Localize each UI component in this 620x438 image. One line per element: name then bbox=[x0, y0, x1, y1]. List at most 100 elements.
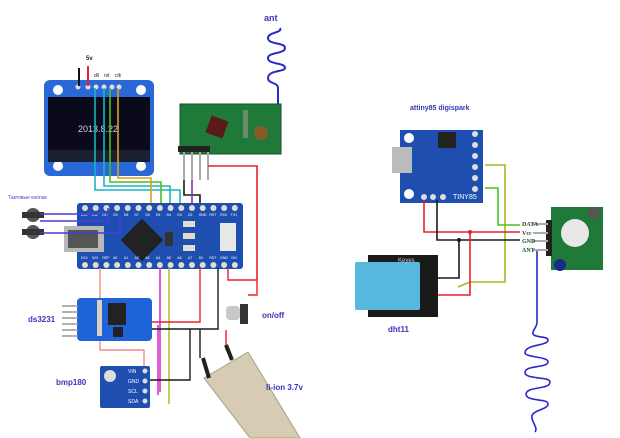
nano-bottom-pin-a7 bbox=[189, 262, 195, 268]
nano-bottom-pin-label: A6 bbox=[177, 256, 181, 260]
oled-pin-rst: rst bbox=[104, 73, 110, 79]
nano-top-pin-d12 bbox=[82, 205, 88, 211]
nano-bottom-pin-a0 bbox=[114, 262, 121, 268]
oled-wires bbox=[94, 88, 181, 207]
nano-top-pin-d7 bbox=[135, 205, 142, 211]
ds3231-label: ds3231 bbox=[28, 315, 56, 324]
nano-top-pin-label: D4 bbox=[167, 213, 172, 217]
tact-buttons-label: Тактовые кнопки bbox=[8, 195, 47, 201]
nano-top-pin-label: D10 bbox=[102, 213, 108, 217]
button-wires bbox=[40, 208, 121, 234]
nano-top-pin-label: D9 bbox=[113, 213, 118, 217]
oled-pin-di: d/i bbox=[94, 73, 99, 79]
nano-top-pin-label: RST bbox=[209, 213, 217, 217]
nano-bottom-pin-label: A4 bbox=[156, 256, 160, 260]
nano-bottom-pin-d13 bbox=[82, 262, 88, 268]
nano-top-pin-label: D3 bbox=[177, 213, 182, 217]
nano-bottom-pin-a1 bbox=[124, 262, 131, 268]
rx-wires bbox=[183, 165, 258, 280]
nano-bottom-pin-label: A2 bbox=[135, 256, 139, 260]
tx-pin-data: DATA bbox=[522, 222, 539, 228]
nano-bottom-pin-a4 bbox=[156, 262, 163, 268]
nano-bottom-pin-a6 bbox=[178, 262, 185, 268]
rx-module bbox=[178, 103, 282, 180]
nano-bottom-pin-a2 bbox=[135, 262, 142, 268]
nano-top-pin-d3 bbox=[178, 205, 185, 211]
tx-module: DATA Vcc GND ANT bbox=[522, 207, 603, 271]
nano-bottom-pin-label: D13 bbox=[81, 256, 87, 260]
nano-top-pin-d6 bbox=[146, 205, 153, 211]
nano-bottom-pin-label: GND bbox=[220, 256, 228, 260]
nano-top-pin-d2 bbox=[189, 205, 195, 211]
nano-top-pin-d8 bbox=[124, 205, 131, 211]
rx-antenna bbox=[266, 27, 287, 105]
nano-bottom-pin-label: A3 bbox=[145, 256, 149, 260]
nano-bottom-pin-a3 bbox=[146, 262, 153, 268]
nano-bottom-pin-label: 5V bbox=[199, 256, 204, 260]
nano-bottom-pin-rst bbox=[210, 262, 217, 268]
nano-top-pin-d5 bbox=[156, 205, 163, 211]
nano-bottom-pin-label: A7 bbox=[188, 256, 192, 260]
arduino-nano bbox=[64, 203, 243, 269]
nano-top-pin-rst bbox=[210, 205, 217, 211]
nano-bottom-wires bbox=[99, 268, 258, 404]
nano-top-pin-label: RX0 bbox=[220, 213, 227, 217]
dht11-label: dht11 bbox=[388, 325, 409, 334]
nano-bottom-pin-ref bbox=[103, 262, 110, 268]
nano-top-pin-label: D8 bbox=[124, 213, 129, 217]
li-ion-battery bbox=[201, 344, 301, 438]
nano-bottom-pin-label: A5 bbox=[167, 256, 171, 260]
attiny-wires bbox=[423, 164, 520, 296]
nano-bottom-pin-a5 bbox=[167, 262, 174, 268]
tx-pin-vcc: Vcc bbox=[522, 231, 532, 237]
li-ion-label: li-ion 3.7v bbox=[266, 383, 303, 392]
five-v-label: 5v bbox=[86, 56, 93, 62]
nano-top-pin-label: D6 bbox=[145, 213, 150, 217]
nano-top-pin-d11 bbox=[92, 205, 99, 211]
bmp-pin-sda: SDA bbox=[128, 399, 139, 405]
bmp-pin-vin: VIN bbox=[128, 369, 137, 375]
tx-pin-gnd: GND bbox=[522, 239, 536, 245]
attiny-label: attiny85 digispark bbox=[410, 105, 470, 112]
nano-top-pin-d4 bbox=[167, 205, 174, 211]
nano-bottom-pin-label: A0 bbox=[113, 256, 117, 260]
oled-pin-clk: clk bbox=[115, 73, 122, 79]
nano-bottom-pin-vin bbox=[231, 262, 238, 268]
nano-bottom-pin-label: REF bbox=[102, 256, 109, 260]
oled-display: 2013.8.22 bbox=[44, 80, 154, 176]
bmp-pin-scl: SCL bbox=[128, 389, 138, 395]
bmp180-label: bmp180 bbox=[56, 378, 87, 387]
tact-button-2[interactable] bbox=[22, 225, 44, 239]
nano-bottom-pin-5v bbox=[199, 262, 206, 268]
power-switch[interactable] bbox=[226, 304, 248, 324]
nano-top-pin-label: TX1 bbox=[231, 213, 237, 217]
on-off-label: on/off bbox=[262, 311, 285, 320]
tx-antenna bbox=[524, 251, 551, 433]
oled-text: 2013.8.22 bbox=[78, 124, 118, 134]
nano-top-pin-rx0 bbox=[221, 205, 228, 211]
nano-top-pin-tx1 bbox=[231, 205, 238, 211]
nano-top-pin-d9 bbox=[114, 205, 121, 211]
nano-top-pin-gnd bbox=[199, 205, 206, 211]
nano-top-pin-label: D7 bbox=[135, 213, 140, 217]
attiny85-board: TINY85 bbox=[392, 130, 483, 203]
dht11-module: Keyes bbox=[355, 255, 438, 317]
nano-top-pin-label: D12 bbox=[81, 213, 87, 217]
ds3231-module bbox=[62, 298, 152, 341]
nano-bottom-pin-gnd bbox=[221, 262, 228, 268]
tx-pin-ant: ANT bbox=[522, 248, 535, 254]
nano-top-pin-label: D11 bbox=[92, 213, 98, 217]
tact-button-1[interactable] bbox=[22, 208, 44, 222]
tiny85-text: TINY85 bbox=[453, 194, 477, 201]
bmp180-module: VIN GND SCL SDA bbox=[100, 366, 150, 408]
bmp-pin-gnd: GND bbox=[128, 379, 140, 385]
nano-bottom-pin-3v3 bbox=[92, 262, 99, 268]
nano-bottom-pin-label: RST bbox=[209, 256, 217, 260]
nano-top-pin-label: D2 bbox=[188, 213, 193, 217]
nano-top-pin-label: D5 bbox=[156, 213, 161, 217]
ant-label: ant bbox=[264, 13, 278, 23]
nano-bottom-pin-label: VIN bbox=[231, 256, 237, 260]
